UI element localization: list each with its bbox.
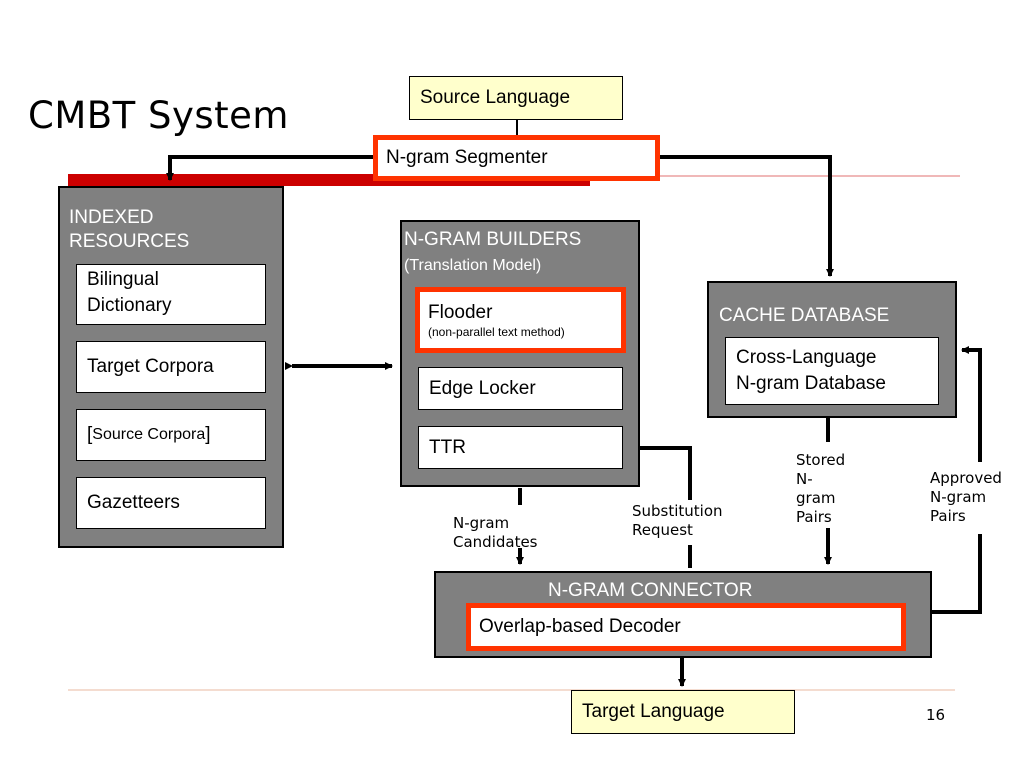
cache-database-title: CACHE DATABASE <box>719 305 890 326</box>
page-number: 16 <box>926 706 946 724</box>
source-corpora-box: [Source Corpora] <box>76 409 266 461</box>
ngram-segmenter-label: N-gram Segmenter <box>386 147 548 168</box>
flooder-box: Flooder (non-parallel text method) <box>415 287 626 353</box>
gazetteers-box: Gazetteers <box>76 477 266 529</box>
edge-locker-box: Edge Locker <box>418 367 623 410</box>
source-language-label: Source Language <box>420 87 571 108</box>
indexed-resources-title: INDEXED RESOURCES <box>69 207 190 252</box>
approved-pairs-label: Approved N-gram Pairs <box>930 469 1002 525</box>
ngram-builders-subtitle: (Translation Model) <box>404 257 542 274</box>
ngram-connector-title: N-GRAM CONNECTOR <box>548 580 753 601</box>
cross-language-db-box: Cross-Language N-gram Database <box>725 337 939 405</box>
target-language-label: Target Language <box>582 701 725 722</box>
ttr-box: TTR <box>418 426 623 469</box>
slide-title: CMBT System <box>28 94 289 137</box>
ngram-builders-title: N-GRAM BUILDERS <box>404 229 582 250</box>
substitution-request-label: Substitution Request <box>632 502 723 539</box>
stored-pairs-label: Stored N- gram Pairs <box>796 451 846 526</box>
ngram-candidates-label: N-gram Candidates <box>453 514 538 551</box>
ngram-segmenter-box: N-gram Segmenter <box>373 135 660 181</box>
bilingual-dictionary-box: Bilingual Dictionary <box>76 264 266 325</box>
target-corpora-box: Target Corpora <box>76 341 266 393</box>
target-language-box: Target Language <box>571 690 795 734</box>
overlap-decoder-box: Overlap-based Decoder <box>466 603 906 651</box>
source-language-box: Source Language <box>409 76 623 120</box>
